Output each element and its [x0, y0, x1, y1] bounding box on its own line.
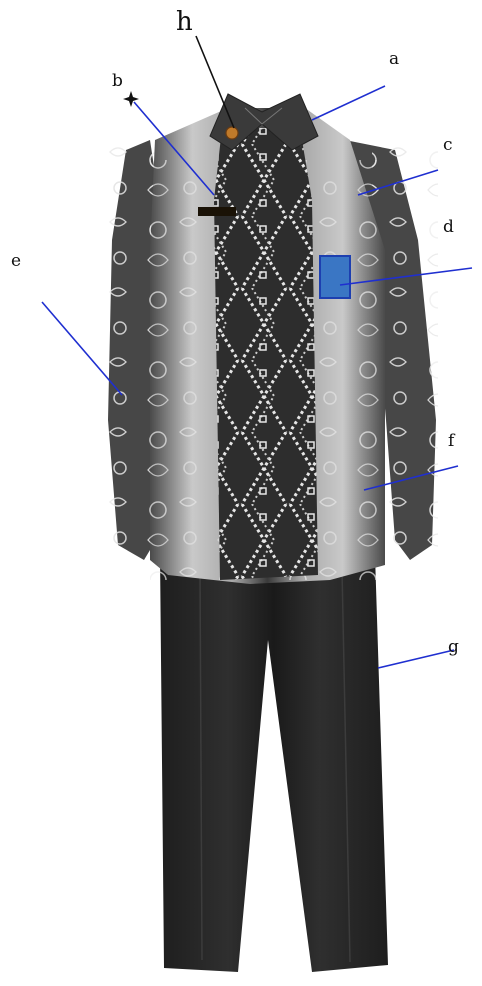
pocket-patch: [320, 256, 350, 298]
label-f: f: [448, 431, 456, 451]
label-g: g: [448, 637, 459, 657]
collar-badge: [226, 127, 238, 139]
batik-placket: [214, 128, 318, 580]
name-tag: [198, 207, 236, 216]
label-a: a: [389, 49, 399, 69]
leader-line-g: [378, 650, 454, 668]
trousers: [160, 555, 388, 972]
label-b: b: [112, 71, 123, 91]
label-c: c: [443, 135, 453, 155]
label-d: d: [443, 217, 454, 237]
leader-line-a: [312, 86, 385, 120]
label-e: e: [11, 251, 21, 271]
uniform-figure: [108, 94, 438, 972]
label-h: h: [176, 7, 193, 37]
